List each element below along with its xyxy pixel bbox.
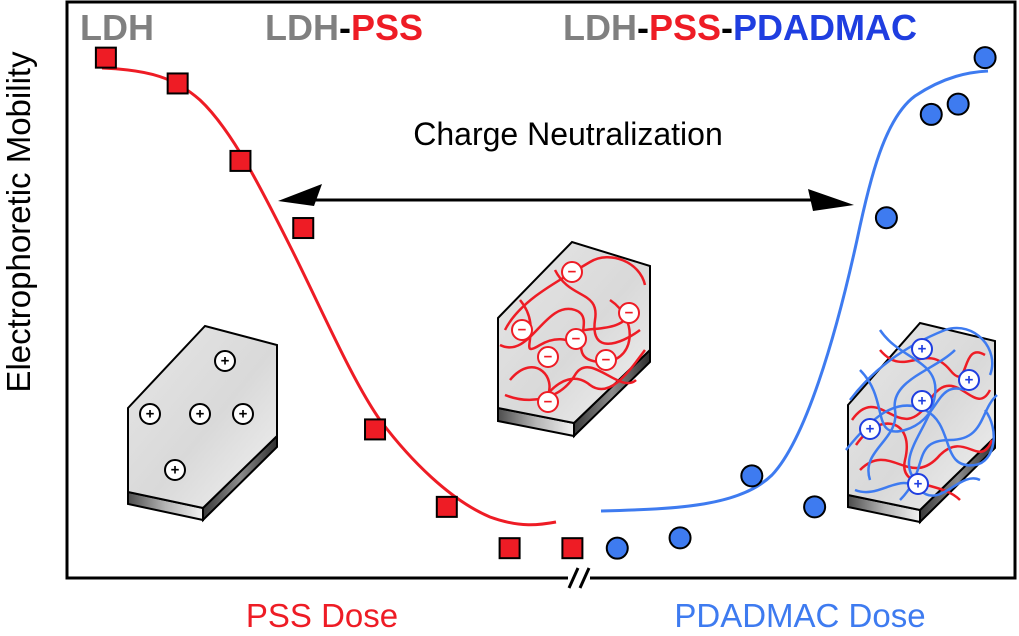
- pdadmac-data-point: [740, 464, 764, 488]
- positive-charge-icon: +: [139, 403, 161, 425]
- title-pss: PSS: [649, 7, 721, 48]
- pss-data-point: [166, 72, 189, 95]
- axis-break-mark-2: [578, 567, 591, 589]
- pdadmac-data-markers: [605, 46, 997, 560]
- pss-data-point: [498, 537, 521, 560]
- positive-charge-icon-ring: [958, 369, 980, 391]
- positive-charge-group: + + + + +: [139, 350, 254, 481]
- title-pdadmac: PDADMAC: [733, 7, 917, 48]
- positive-charge-icon-ring: [232, 403, 254, 425]
- negative-charge-icon-ring: [565, 328, 587, 350]
- pdadmac-data-point: [668, 526, 692, 550]
- negative-charge-icon-ring: [618, 302, 640, 324]
- plot-frame: [65, 0, 1017, 580]
- negative-charge-icon-sign: −: [602, 352, 611, 369]
- annotation-arrow-left-head: [278, 184, 322, 206]
- positive-charge-group: + + + + +: [859, 338, 980, 495]
- negative-charge-icon-ring: [511, 319, 533, 341]
- negative-charge-group: −−−−−−−: [511, 261, 640, 413]
- negative-charge-icon-ring: [537, 346, 559, 368]
- positive-charge-icon-sign: +: [965, 372, 974, 389]
- negative-charge-icon-ring: [561, 261, 583, 283]
- positive-charge-icon-sign: +: [146, 406, 155, 423]
- title-ldh: LDH: [80, 7, 154, 48]
- negative-charge-icon: −: [618, 302, 640, 324]
- positive-charge-icon: +: [911, 390, 933, 412]
- positive-charge-icon-ring: [859, 418, 881, 440]
- positive-charge-icon-sign: +: [171, 462, 180, 479]
- positive-charge-icon: +: [958, 369, 980, 391]
- axis-break-mark-1: [567, 567, 580, 589]
- negative-charge-icon: −: [511, 319, 533, 341]
- ldh-particle: + + + + +: [127, 324, 278, 523]
- ldh-pss-particle: −−−−−−−: [497, 240, 651, 439]
- positive-charge-icon-sign: +: [239, 406, 248, 423]
- negative-charge-icon-sign: −: [568, 264, 577, 281]
- title-ldh: LDH: [265, 7, 339, 48]
- positive-charge-icon-ring: [911, 390, 933, 412]
- positive-charge-icon: +: [232, 403, 254, 425]
- negative-charge-icon: −: [537, 391, 559, 413]
- positive-charge-icon: +: [907, 473, 929, 495]
- header-title-ldh-pss: LDH-PSS: [265, 7, 423, 48]
- x-axis-label-pdadmac: PDADMAC Dose: [674, 597, 925, 634]
- negative-charge-icon: −: [537, 346, 559, 368]
- negative-charge-icon-sign: −: [544, 349, 553, 366]
- x-axis-label-pss: PSS Dose: [246, 597, 398, 634]
- positive-charge-icon: +: [214, 350, 236, 372]
- positive-charge-icon-ring: [189, 403, 211, 425]
- negative-charge-icon: −: [561, 261, 583, 283]
- positive-charge-icon-sign: +: [914, 476, 923, 493]
- positive-charge-icon-ring: [164, 459, 186, 481]
- positive-charge-icon-sign: +: [196, 406, 205, 423]
- pss-data-point: [292, 217, 315, 240]
- positive-charge-icon: +: [189, 403, 211, 425]
- positive-charge-icon-ring: [911, 338, 933, 360]
- pss-data-point: [561, 537, 584, 560]
- positive-charge-icon-ring: [907, 473, 929, 495]
- title-pss: PSS: [351, 7, 423, 48]
- title-dash: -: [721, 7, 733, 48]
- negative-charge-icon-sign: −: [544, 394, 553, 411]
- pdadmac-data-point: [605, 536, 629, 560]
- pss-data-point: [364, 418, 387, 441]
- positive-charge-icon-ring: [139, 403, 161, 425]
- negative-charge-icon-sign: −: [518, 322, 527, 339]
- positive-charge-icon: +: [911, 338, 933, 360]
- negative-charge-icon-ring: [537, 391, 559, 413]
- negative-charge-icon-sign: −: [625, 305, 634, 322]
- negative-charge-icon-ring: [595, 349, 617, 371]
- positive-charge-icon-sign: +: [918, 341, 927, 358]
- pdadmac-data-point: [919, 102, 943, 126]
- pdadmac-data-point: [874, 206, 898, 230]
- title-dash: -: [339, 7, 351, 48]
- header-title-ldh: LDH: [80, 7, 154, 48]
- negative-charge-icon-sign: −: [572, 331, 581, 348]
- annotation-arrow-right-head: [808, 189, 854, 211]
- ldh-pss-pdadmac-particle: + + + + +: [845, 321, 998, 525]
- positive-charge-icon-ring: [214, 350, 236, 372]
- annotation-label: Charge Neutralization: [413, 116, 723, 152]
- pss-data-markers: [94, 46, 584, 560]
- pss-fit-curve: [101, 66, 557, 527]
- title-dash: -: [637, 7, 649, 48]
- pss-data-point: [229, 149, 252, 172]
- header-title-ldh-pss-pdadmac: LDH-PSS-PDADMAC: [563, 7, 917, 48]
- pdadmac-data-point: [803, 495, 827, 519]
- pss-data-point: [435, 495, 458, 518]
- pdadmac-data-point: [946, 92, 970, 116]
- positive-charge-icon-sign: +: [866, 421, 875, 438]
- negative-charge-icon: −: [565, 328, 587, 350]
- positive-charge-icon: +: [164, 459, 186, 481]
- negative-charge-icon: −: [595, 349, 617, 371]
- y-axis-label: Electrophoretic Mobility: [0, 51, 37, 393]
- positive-charge-icon-sign: +: [221, 353, 230, 370]
- pdadmac-fit-curve: [600, 69, 989, 513]
- title-ldh: LDH: [563, 7, 637, 48]
- positive-charge-icon-sign: +: [918, 393, 927, 410]
- pss-data-point: [94, 46, 117, 69]
- pdadmac-data-point: [973, 46, 997, 70]
- positive-charge-icon: +: [859, 418, 881, 440]
